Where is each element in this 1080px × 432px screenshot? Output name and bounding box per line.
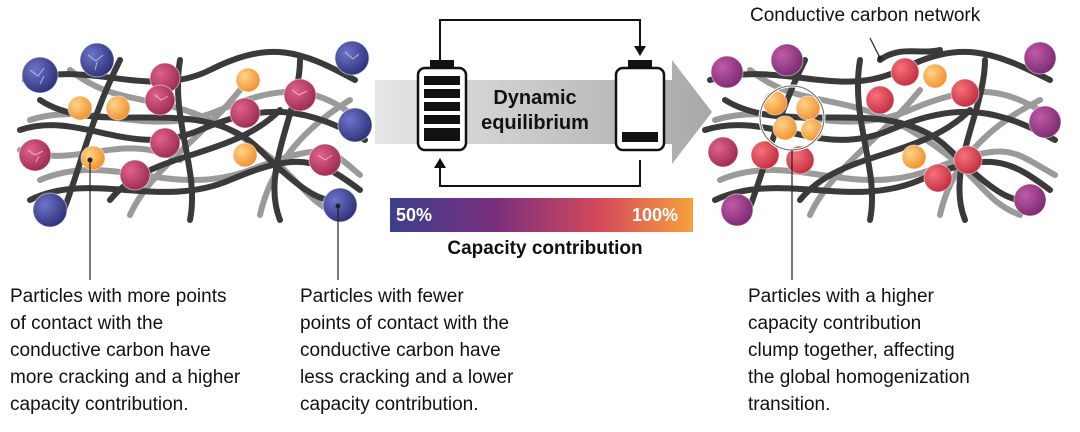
particle-low	[21, 56, 59, 94]
particle-high	[762, 90, 788, 116]
particle-mid	[144, 84, 176, 116]
cycle-arrow-icon	[439, 19, 641, 187]
network-callout-dot	[877, 55, 883, 61]
left-callout-dot	[87, 157, 93, 163]
particle-high	[235, 67, 261, 93]
right-dark-fibers	[702, 47, 1058, 223]
left-carbon-network	[17, 40, 373, 280]
battery-full-icon	[416, 60, 468, 152]
right-carbon-network	[702, 37, 1062, 280]
battery-low-icon	[614, 60, 666, 152]
colorbar-max-label: 100%	[632, 205, 679, 225]
particle-mid	[953, 145, 983, 175]
left-dark-fibers	[17, 48, 368, 223]
particle-mid	[707, 136, 739, 168]
particle-low	[1013, 183, 1047, 217]
particle-high	[800, 118, 824, 142]
caption-more-contact: Particles with more points of contact wi…	[10, 286, 241, 415]
colorbar-title: Capacity contribution	[447, 238, 643, 259]
caption-fewer-contact: Particles with fewer points of contact w…	[300, 286, 514, 415]
particle-mid	[923, 163, 953, 193]
left-crack-lines	[27, 51, 360, 163]
network-callout-line	[869, 37, 881, 59]
particle-low	[337, 107, 373, 143]
particle-low	[770, 43, 804, 77]
cycle-arrow-head-left	[434, 158, 446, 168]
particle-high	[67, 95, 93, 121]
particle-low	[720, 193, 754, 227]
particle-mid	[950, 78, 980, 108]
network-label: Conductive carbon network	[750, 5, 981, 26]
cycle-arrow-head-right	[634, 46, 646, 56]
particle-mid	[890, 57, 920, 87]
particle-mid	[865, 85, 895, 115]
capacity-colorbar	[390, 198, 693, 232]
particle-high	[105, 95, 131, 121]
particle-mid	[119, 159, 151, 191]
particle-low	[1028, 105, 1062, 139]
particle-mid	[229, 97, 261, 129]
particle-high	[772, 115, 798, 141]
particle-mid	[785, 145, 815, 175]
dynamic-equilibrium-label: Dynamic equilibrium	[481, 87, 589, 134]
caption-clumping: Particles with a higher capacity contrib…	[748, 286, 970, 415]
particle-high	[232, 142, 258, 168]
particle-mid	[149, 127, 181, 159]
particle-low	[32, 192, 68, 228]
particle-low	[710, 55, 744, 89]
particle-high	[80, 145, 106, 171]
right-particles	[707, 41, 1062, 227]
left-particles	[18, 40, 373, 228]
middle-callout-dot	[335, 203, 341, 209]
particle-low	[1023, 41, 1057, 75]
particle-high	[901, 144, 927, 170]
colorbar-min-label: 50%	[396, 205, 433, 225]
particle-mid	[750, 140, 780, 170]
particle-high	[922, 63, 948, 89]
